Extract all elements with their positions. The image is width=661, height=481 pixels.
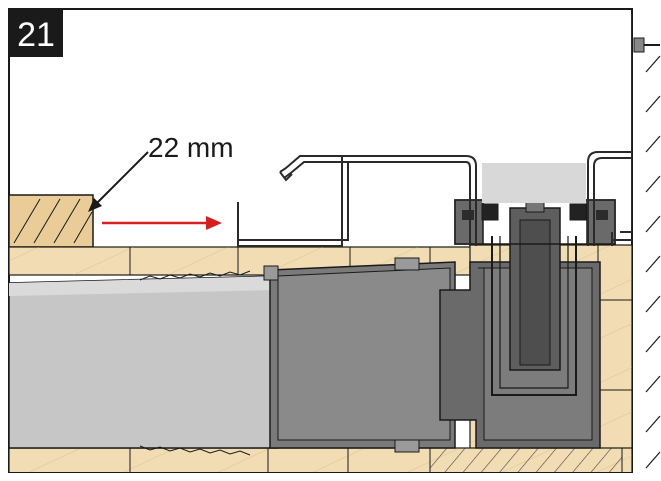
wall-hatch [645,55,661,469]
channel-profile [237,14,632,247]
step-number: 21 [17,16,55,54]
step-badge: 21 [9,9,63,57]
floor-bottom-layer [9,447,632,472]
dimension-leader-icon [88,151,149,212]
drain-pipe [9,257,456,456]
wall-section [643,10,661,472]
wall-screw-icon [633,37,660,53]
insulation-block [9,194,94,248]
screed-shade [482,163,586,203]
dimension-label: 22 mm [148,132,234,163]
push-direction-arrow-icon [102,216,222,230]
drain-body [439,197,616,449]
